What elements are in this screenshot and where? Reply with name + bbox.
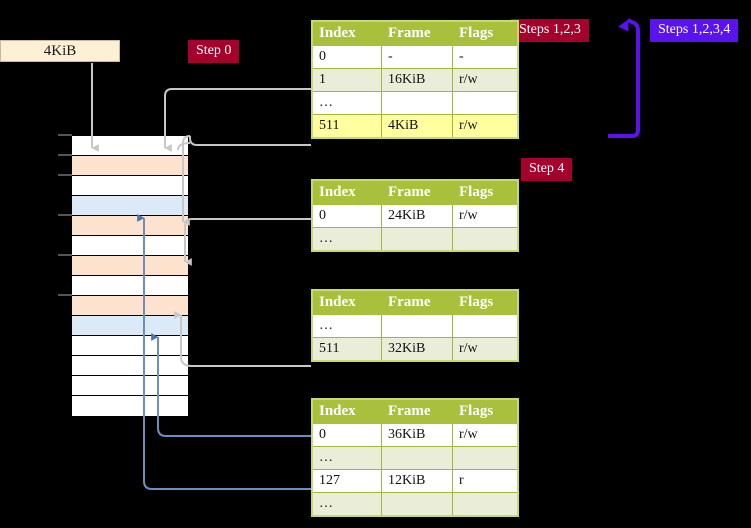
memory-frame-row — [72, 376, 188, 396]
table-cell: r/w — [452, 204, 519, 228]
table-row: … — [311, 492, 519, 517]
table-cell: 12KiB — [381, 469, 453, 493]
table-cell: … — [311, 492, 382, 517]
table-cell: r/w — [452, 68, 519, 92]
badge-step-4: Step 4 — [521, 158, 573, 181]
connector-table1row-out — [189, 136, 311, 146]
table-cell — [452, 91, 519, 115]
memory-frame-row — [72, 356, 188, 376]
memory-frame-row — [72, 196, 188, 216]
column-header-flags: Flags — [452, 179, 519, 205]
table-cell: - — [381, 45, 453, 69]
badge-steps-1234-label: Steps 1,2,3,4 — [658, 22, 731, 37]
memory-frame-row — [72, 296, 188, 316]
memory-frame-row — [72, 136, 188, 156]
table-cell: r/w — [452, 114, 519, 139]
column-header-frame: Frame — [381, 20, 453, 46]
table-cell — [381, 91, 453, 115]
badge-step-0-label: Step 0 — [196, 43, 232, 58]
connector-steps-loop-arrow — [608, 18, 640, 138]
memory-frame-row — [72, 236, 188, 256]
memory-frame-row — [72, 276, 188, 296]
table-cell: 0 — [311, 45, 382, 69]
table-cell: 127 — [311, 469, 382, 493]
table-cell — [452, 314, 519, 338]
badge-step-4-label: Step 4 — [529, 161, 565, 176]
table-row: … — [311, 227, 519, 252]
badge-step-0: Step 0 — [188, 40, 240, 63]
table-cell — [381, 492, 453, 517]
table-row: … — [311, 91, 519, 115]
table-cell: r — [452, 469, 519, 493]
table-cell: 0 — [311, 204, 382, 228]
table-row: … — [311, 314, 519, 338]
physical-memory-grid — [70, 134, 190, 416]
table-cell — [381, 446, 453, 470]
table-cell: 24KiB — [381, 204, 453, 228]
table-cell: 16KiB — [381, 68, 453, 92]
table-cell — [452, 492, 519, 517]
column-header-frame: Frame — [381, 179, 453, 205]
frame-size-label: 4KiB — [43, 42, 77, 59]
table-cell: r/w — [452, 423, 519, 447]
memory-frame-row — [72, 176, 188, 196]
memory-frame-row — [72, 316, 188, 336]
memory-frame-row — [72, 156, 188, 176]
table-row: 0-- — [311, 45, 519, 69]
badge-steps-123: Steps 1,2,3 — [511, 19, 589, 42]
column-header-flags: Flags — [452, 20, 519, 46]
table-row: … — [311, 446, 519, 470]
table-cell: 36KiB — [381, 423, 453, 447]
column-header-index: Index — [311, 289, 382, 315]
table-cell: … — [311, 227, 382, 252]
column-header-frame: Frame — [381, 289, 453, 315]
memory-frame-row — [72, 396, 188, 416]
table-cell — [452, 227, 519, 252]
column-header-flags: Flags — [452, 398, 519, 424]
badge-steps-1234: Steps 1,2,3,4 — [650, 19, 739, 42]
memory-frame-row — [72, 256, 188, 276]
column-header-flags: Flags — [452, 289, 519, 315]
table-cell: … — [311, 91, 382, 115]
table-cell: … — [311, 446, 382, 470]
table-cell: r/w — [452, 337, 519, 362]
table-cell: 32KiB — [381, 337, 453, 362]
column-header-index: Index — [311, 179, 382, 205]
table-cell: - — [452, 45, 519, 69]
column-header-frame: Frame — [381, 398, 453, 424]
table-cell: … — [311, 314, 382, 338]
frame-size-box: 4KiB — [0, 40, 120, 62]
column-header-index: Index — [311, 398, 382, 424]
table-cell — [381, 314, 453, 338]
connector-table2-to-memory — [184, 218, 311, 266]
column-header-index: Index — [311, 20, 382, 46]
connector-table3-to-memory — [174, 311, 311, 367]
table-cell — [381, 227, 453, 252]
table-cell: 511 — [311, 337, 382, 362]
memory-frame-row — [72, 216, 188, 236]
memory-frame-row — [72, 336, 188, 356]
table-cell: 4KiB — [381, 114, 453, 139]
badge-steps-123-label: Steps 1,2,3 — [519, 22, 581, 37]
table-cell: 511 — [311, 114, 382, 139]
table-cell: 1 — [311, 68, 382, 92]
table-cell — [452, 446, 519, 470]
table-cell: 0 — [311, 423, 382, 447]
